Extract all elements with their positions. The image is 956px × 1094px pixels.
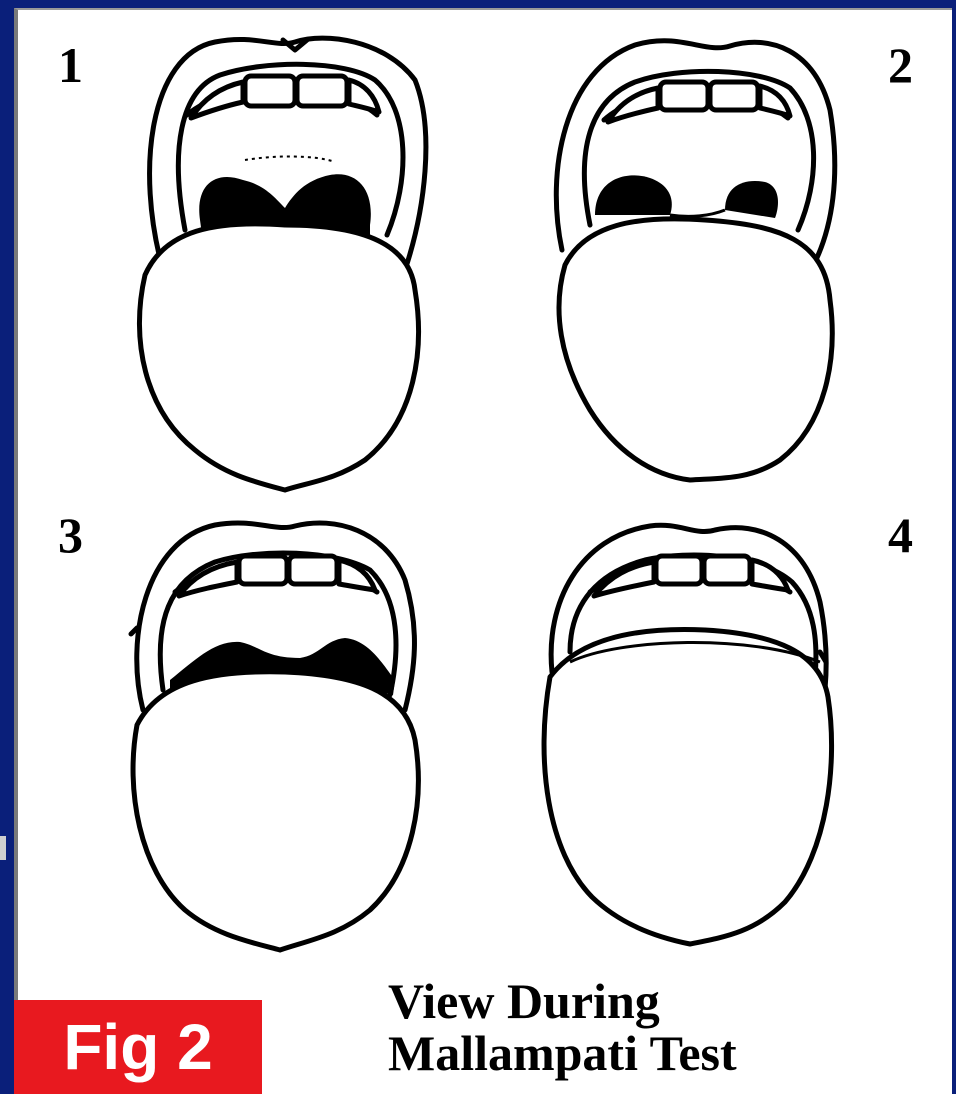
caption-line-1: View During xyxy=(388,975,737,1027)
class-number-1: 1 xyxy=(58,40,83,90)
figure-caption: View During Mallampati Test xyxy=(388,975,737,1079)
mouth-diagram-class-1 xyxy=(125,20,435,500)
class-number-3: 3 xyxy=(58,510,83,560)
mouth-diagram-class-3 xyxy=(115,510,435,960)
mouth-diagram-class-2 xyxy=(540,20,850,490)
mouth-diagram-class-4 xyxy=(530,512,850,962)
slide-edge-mark xyxy=(0,836,6,860)
class-number-2: 2 xyxy=(888,40,913,90)
caption-line-2: Mallampati Test xyxy=(388,1027,737,1079)
figure-badge: Fig 2 xyxy=(14,1000,262,1094)
class-number-4: 4 xyxy=(888,510,913,560)
